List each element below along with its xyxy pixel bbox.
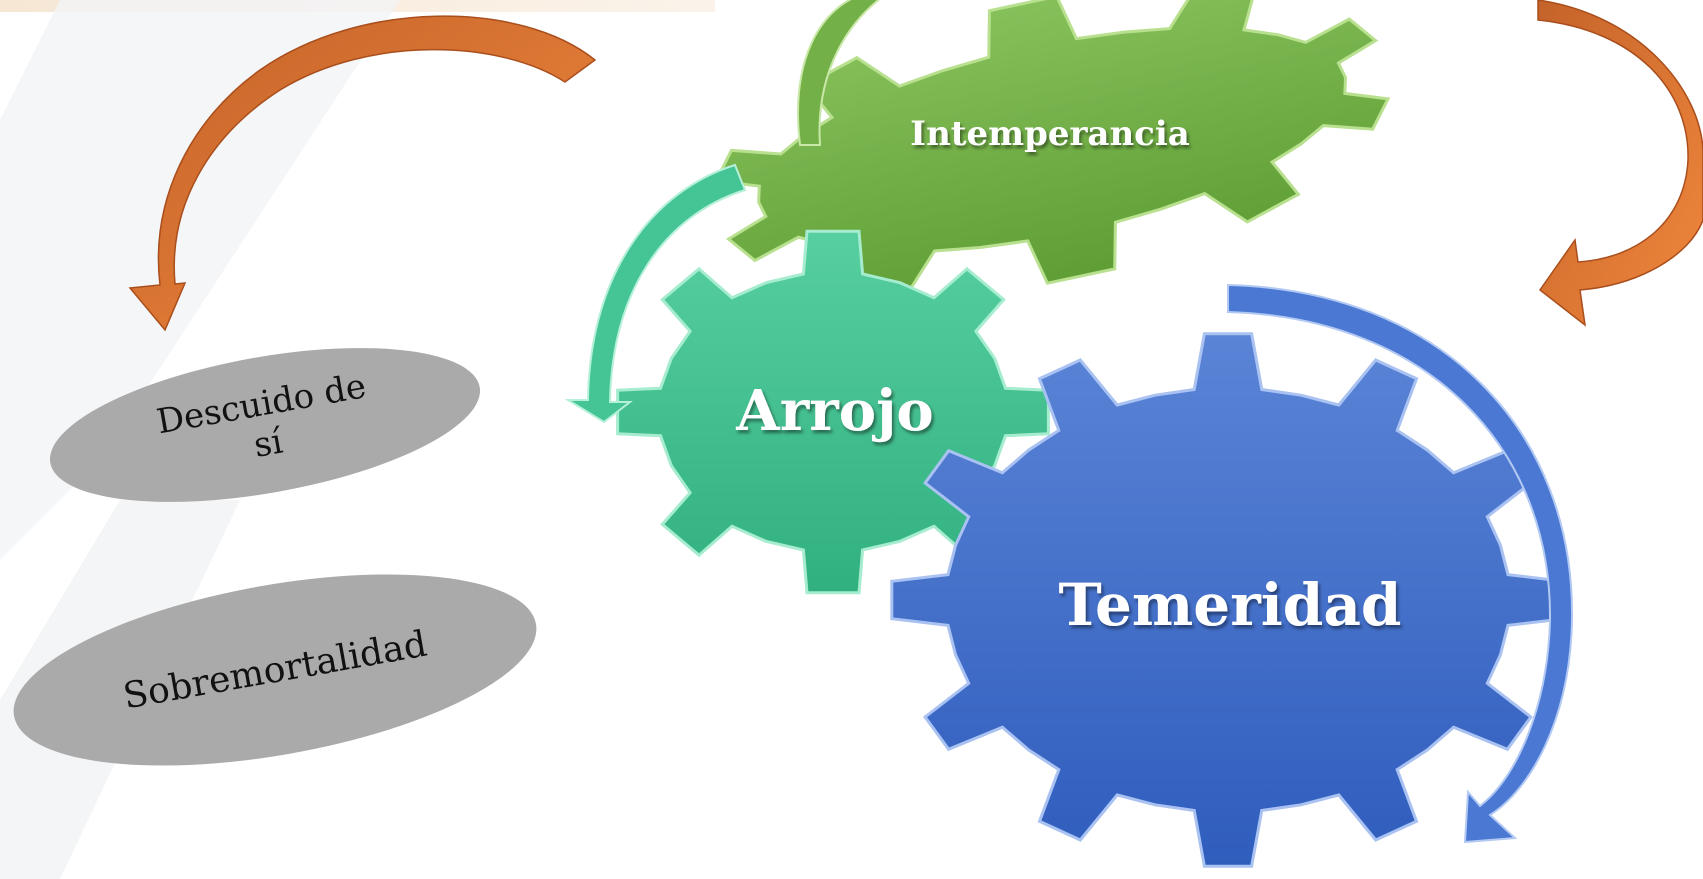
arrow-orange-right — [1537, 0, 1703, 327]
label-temeridad: Temeridad — [1059, 571, 1402, 639]
label-intemperancia: Intemperancia — [910, 114, 1190, 154]
gear-temeridad — [890, 332, 1566, 868]
gear-shape — [616, 229, 1050, 595]
arrow-blue — [1227, 283, 1574, 844]
gear-arrojo — [616, 229, 1050, 595]
oval-sobremortalidad: Sobremortalidad — [13, 574, 537, 766]
arrow-orange-left — [128, 15, 597, 332]
label-arrojo: Arrojo — [735, 378, 933, 444]
arrow-green — [797, 0, 881, 146]
arrow-teal — [564, 163, 747, 424]
oval-descuido: Descuido de sí — [49, 348, 481, 502]
gear-shape — [890, 332, 1566, 868]
